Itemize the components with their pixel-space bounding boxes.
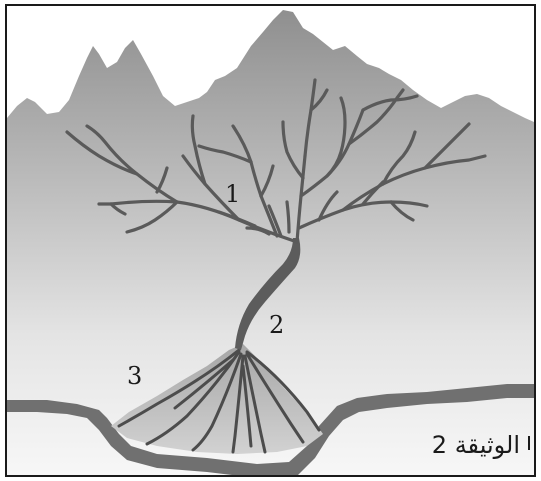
zone-2-label: 2 xyxy=(269,311,284,339)
zone-1-label: 1 xyxy=(225,180,240,208)
zone-3-label: 3 xyxy=(127,362,142,390)
diagram-frame: 1 2 3 الوثيقة 2 xyxy=(5,4,536,477)
document-label: الوثيقة 2 xyxy=(432,431,520,459)
river-system-diagram: 1 2 3 xyxy=(7,6,534,475)
edge-mark xyxy=(528,436,530,450)
